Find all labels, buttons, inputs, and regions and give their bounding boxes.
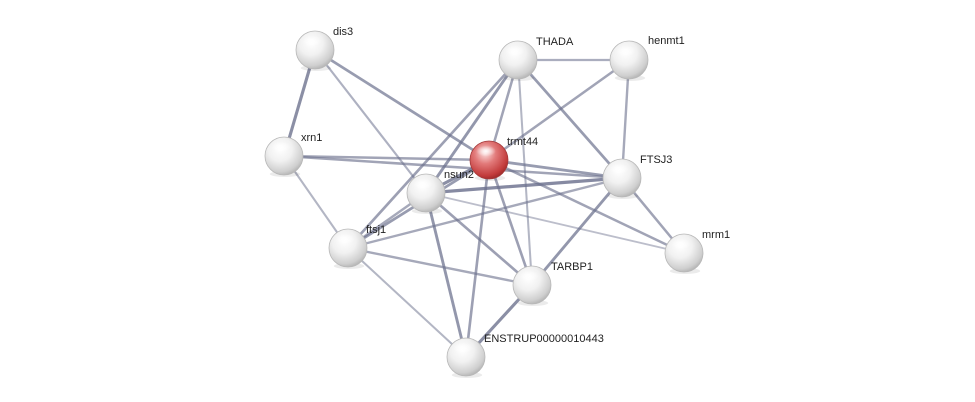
node-ENSTRUP00000010443[interactable]: ENSTRUP00000010443 bbox=[446, 333, 604, 378]
node-THADA[interactable]: THADA bbox=[498, 36, 574, 81]
node-label-nsun2: nsun2 bbox=[444, 169, 474, 181]
node-ftsj1[interactable]: ftsj1 bbox=[328, 224, 386, 269]
node-xrn1[interactable]: xrn1 bbox=[264, 132, 322, 177]
edge-dis3-nsun2[interactable] bbox=[313, 48, 428, 195]
node-label-xrn1: xrn1 bbox=[301, 132, 322, 144]
node-TARBP1[interactable]: TARBP1 bbox=[512, 261, 593, 306]
edge-dis3-trmt44[interactable] bbox=[313, 48, 491, 162]
edge-trmt44-ENSTRUP00000010443[interactable] bbox=[464, 158, 491, 359]
node-highlight bbox=[609, 163, 629, 175]
node-highlight bbox=[413, 178, 433, 190]
node-label-mrm1: mrm1 bbox=[702, 229, 730, 241]
node-label-ENSTRUP00000010443: ENSTRUP00000010443 bbox=[484, 333, 604, 345]
edge-nsun2-mrm1[interactable] bbox=[425, 192, 685, 254]
edge-ftsj1-ENSTRUP00000010443[interactable] bbox=[346, 246, 468, 359]
edge-THADA-nsun2[interactable] bbox=[424, 58, 520, 195]
node-highlight bbox=[519, 270, 539, 282]
node-highlight bbox=[335, 233, 355, 245]
node-trmt44[interactable]: trmt44 bbox=[469, 136, 538, 181]
node-label-trmt44: trmt44 bbox=[507, 136, 538, 148]
node-FTSJ3[interactable]: FTSJ3 bbox=[602, 154, 672, 199]
edge-THADA-FTSJ3[interactable] bbox=[516, 58, 624, 180]
edge-ftsj1-TARBP1[interactable] bbox=[346, 246, 534, 287]
edge-nsun2-TARBP1[interactable] bbox=[424, 191, 534, 287]
edges-layer bbox=[282, 48, 686, 359]
edge-trmt44-FTSJ3[interactable] bbox=[487, 158, 624, 180]
edge-xrn1-trmt44[interactable] bbox=[282, 154, 491, 162]
node-mrm1[interactable]: mrm1 bbox=[664, 229, 730, 274]
edge-xrn1-FTSJ3[interactable] bbox=[282, 154, 624, 180]
node-nsun2[interactable]: nsun2 bbox=[406, 169, 474, 214]
edge-FTSJ3-TARBP1[interactable] bbox=[530, 176, 624, 287]
edge-henmt1-FTSJ3[interactable] bbox=[620, 58, 631, 180]
edge-trmt44-mrm1[interactable] bbox=[487, 158, 686, 255]
edge-FTSJ3-ftsj1[interactable] bbox=[346, 176, 624, 250]
node-label-dis3: dis3 bbox=[333, 26, 353, 38]
node-highlight bbox=[453, 342, 473, 354]
node-highlight bbox=[476, 145, 496, 157]
edge-nsun2-FTSJ3[interactable] bbox=[424, 176, 624, 195]
node-highlight bbox=[671, 238, 691, 250]
node-henmt1[interactable]: henmt1 bbox=[609, 35, 685, 81]
node-label-henmt1: henmt1 bbox=[648, 35, 685, 47]
node-highlight bbox=[302, 35, 322, 47]
edge-nsun2-ENSTRUP00000010443[interactable] bbox=[424, 191, 468, 359]
edge-trmt44-TARBP1[interactable] bbox=[487, 158, 534, 287]
node-label-ftsj1: ftsj1 bbox=[366, 224, 386, 236]
edge-THADA-ftsj1[interactable] bbox=[346, 58, 520, 250]
node-highlight bbox=[616, 45, 636, 57]
node-label-THADA: THADA bbox=[536, 36, 574, 48]
node-highlight bbox=[271, 141, 291, 153]
node-label-FTSJ3: FTSJ3 bbox=[640, 154, 672, 166]
node-dis3[interactable]: dis3 bbox=[295, 26, 353, 71]
node-highlight bbox=[505, 45, 525, 57]
node-label-TARBP1: TARBP1 bbox=[551, 261, 593, 273]
edge-henmt1-trmt44[interactable] bbox=[487, 58, 631, 162]
